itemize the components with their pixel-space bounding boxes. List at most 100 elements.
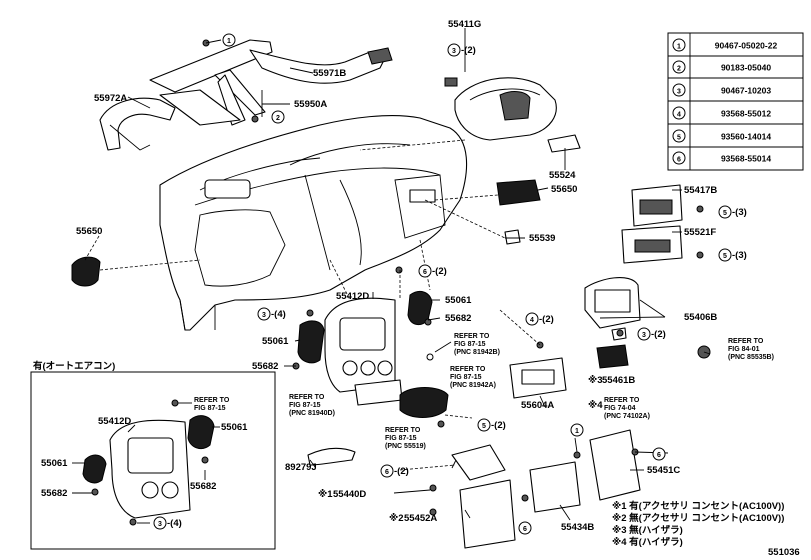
callout-55971B: 55971B [313, 68, 346, 79]
refer-note: REFER TO FIG 87-15 [194, 397, 230, 412]
svg-text:REFER TO: REFER TO [194, 397, 230, 404]
callout-55682-b: 55682 [252, 361, 278, 372]
svg-text:6: 6 [523, 526, 527, 533]
ref-circle: 3 [153, 516, 167, 530]
callout-55521F: 55521F [684, 227, 716, 238]
callout-55461B: 55461B [602, 375, 635, 386]
qty-label: -(3) [732, 250, 747, 261]
instrument-panel-drawing [159, 114, 468, 331]
callout-55061-a: 55061 [445, 295, 472, 306]
footnote: ※3 無(ハイザラ) [612, 524, 683, 536]
svg-text:2: 2 [276, 115, 280, 122]
table-part-number: 93568-55012 [721, 109, 771, 119]
mark-4: ※4 [588, 400, 603, 411]
svg-text:3: 3 [452, 48, 456, 55]
right-panels-drawing [584, 184, 711, 369]
callout-55972A: 55972A [94, 93, 127, 104]
svg-text:REFER TO: REFER TO [728, 338, 764, 345]
callout-labels: 55411G 55972A 55971B 55950A 55524 55650 … [76, 19, 717, 533]
svg-text:FIG 87-15: FIG 87-15 [289, 402, 321, 409]
callout-55417B: 55417B [684, 185, 717, 196]
table-ref: 3 [677, 89, 681, 96]
footnotes: ※1 有(アクセサリ コンセント(AC100V)) ※2 無(アクセサリ コンセ… [612, 500, 784, 548]
ref-circle: 4 [525, 312, 539, 326]
svg-text:3: 3 [262, 312, 266, 319]
svg-text:5: 5 [482, 423, 486, 430]
callout-55682-inset-right: 55682 [190, 481, 216, 492]
refer-note: REFER TO FIG 74-04 (PNC 74102A) [604, 397, 650, 420]
refer-note: REFER TO FIG 87-15 (PNC 81942A) [450, 366, 496, 389]
table-row: 4 93568-55012 [672, 106, 771, 120]
center-cluster-drawing [297, 291, 641, 549]
svg-text:(PNC 81940D): (PNC 81940D) [289, 410, 335, 417]
dashed-connections [99, 139, 541, 471]
callout-89279J: 89279J [285, 462, 317, 473]
table-part-number: 90467-10203 [721, 86, 771, 96]
vent-drawings [71, 179, 541, 287]
ref-circle: 3 [637, 327, 651, 341]
mark-3: ※3 [588, 375, 603, 386]
callout-55524: 55524 [549, 170, 576, 181]
refer-note: REFER TO FIG 84-01 (PNC 85535B) [728, 338, 774, 361]
table-ref: 4 [677, 112, 681, 119]
qty-label: -(2) [539, 314, 554, 325]
mark-2: ※2 [389, 513, 404, 524]
callout-55682-inset-left: 55682 [41, 488, 67, 499]
svg-text:(PNC 55519): (PNC 55519) [385, 443, 426, 450]
table-ref: 6 [677, 157, 681, 164]
callout-55650-right: 55650 [551, 184, 577, 195]
svg-text:REFER TO: REFER TO [289, 394, 325, 401]
callout-55411G: 55411G [448, 19, 481, 30]
qty-label: -(2) [432, 266, 447, 277]
table-row: 3 90467-10203 [672, 83, 771, 97]
callout-55440D: 55440D [333, 489, 366, 500]
svg-text:4: 4 [530, 317, 534, 324]
svg-text:5: 5 [723, 210, 727, 217]
svg-text:1: 1 [575, 428, 579, 435]
svg-text:5: 5 [723, 253, 727, 260]
callout-55451C: 55451C [647, 465, 680, 476]
svg-text:REFER TO: REFER TO [450, 366, 486, 373]
table-row: 5 93560-14014 [672, 129, 771, 143]
callout-55434B: 55434B [561, 522, 594, 533]
svg-text:REFER TO: REFER TO [604, 397, 640, 404]
mark-1: ※1 [318, 489, 333, 500]
svg-text:FIG 87-15: FIG 87-15 [450, 374, 482, 381]
svg-text:6: 6 [385, 469, 389, 476]
callout-55061-inset-left: 55061 [41, 458, 68, 469]
qty-label: -(2) [394, 466, 409, 477]
qty-label: -(4) [167, 518, 182, 529]
callout-55061-b: 55061 [262, 336, 289, 347]
ref-circle: 1 [570, 423, 584, 437]
qty-label: -(2) [651, 329, 666, 340]
svg-text:FIG 84-01: FIG 84-01 [728, 346, 760, 353]
svg-text:REFER TO: REFER TO [454, 333, 490, 340]
ref-circle: 5 [718, 248, 732, 262]
callout-55604A: 55604A [521, 400, 554, 411]
svg-text:FIG 87-15: FIG 87-15 [385, 435, 417, 442]
footnote: ※2 無(アクセサリ コンセント(AC100V)) [612, 512, 784, 524]
ref-circle: 3 [257, 307, 271, 321]
figure-id: 551036 [768, 547, 800, 558]
ref-circle: 5 [718, 205, 732, 219]
svg-text:6: 6 [657, 452, 661, 459]
ref-circle: 1 [222, 33, 236, 47]
inset-title: 有(オートエアコン) [33, 360, 115, 372]
callout-55412D: 55412D [336, 291, 369, 302]
qty-label: -(2) [491, 420, 506, 431]
svg-text:6: 6 [423, 269, 427, 276]
callout-55412D-inset: 55412D [98, 416, 131, 427]
ref-circle: 5 [477, 418, 491, 432]
svg-text:3: 3 [642, 332, 646, 339]
refer-note: REFER TO FIG 87-15 (PNC 81940D) [289, 394, 335, 417]
callout-55061-inset-right: 55061 [221, 422, 248, 433]
qty-label: -(3) [732, 207, 747, 218]
table-row: 6 93568-55014 [672, 151, 771, 165]
svg-text:REFER TO: REFER TO [385, 427, 421, 434]
ref-circle: 6 [652, 447, 666, 461]
ref-circle: 2 [271, 110, 285, 124]
table-ref: 2 [677, 66, 681, 73]
callout-55650-left: 55650 [76, 226, 102, 237]
table-ref: 1 [677, 44, 681, 51]
callout-55539: 55539 [529, 233, 555, 244]
